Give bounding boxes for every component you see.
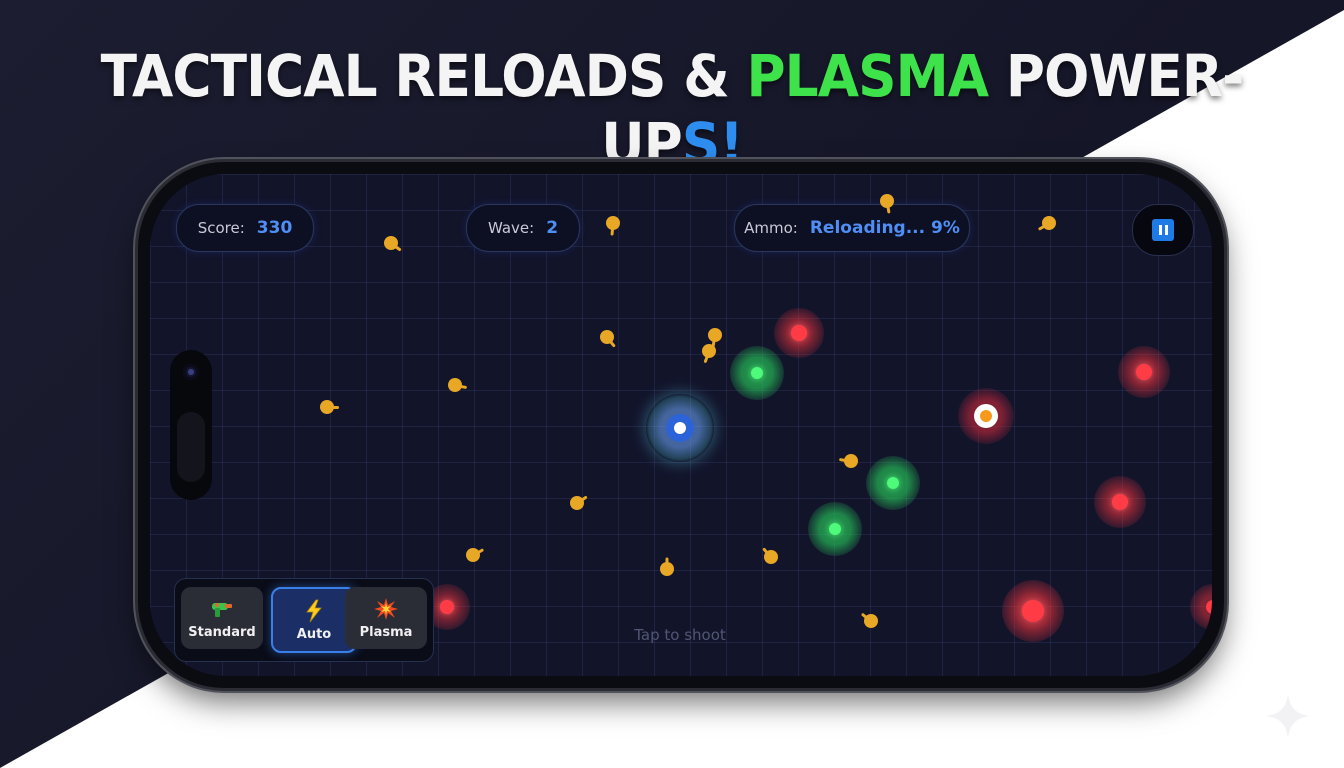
enemy xyxy=(860,612,880,630)
wave-label: Wave: xyxy=(487,219,535,237)
red-orb xyxy=(1118,346,1170,398)
explosion-icon xyxy=(374,597,398,620)
enemy xyxy=(880,194,896,214)
sparkle-icon xyxy=(1266,694,1310,738)
lightning-icon xyxy=(306,599,322,622)
pause-icon xyxy=(1152,219,1174,241)
score-label: Score: xyxy=(197,219,245,237)
enemy xyxy=(606,216,622,236)
enemy xyxy=(448,378,468,394)
red-orb xyxy=(774,308,824,358)
weapon-auto-label: Auto xyxy=(296,626,332,642)
ammo-label: Ammo: xyxy=(744,219,798,237)
enemy xyxy=(708,328,724,348)
enemy xyxy=(762,547,780,566)
headline-highlight: PLASMA xyxy=(746,42,989,110)
score-display: Score: 330 xyxy=(176,204,314,252)
green-orb xyxy=(808,502,862,556)
tap-to-shoot-hint: Tap to shoot xyxy=(634,626,726,644)
enemy xyxy=(600,330,616,348)
enemy xyxy=(1037,216,1058,232)
ammo-display: Ammo: Reloading... 9% xyxy=(734,204,970,252)
headline-part1: TACTICAL RELOADS & xyxy=(100,42,747,110)
red-orb xyxy=(1002,580,1064,642)
weapon-plasma-label: Plasma xyxy=(359,624,413,640)
headline-part2: POWER-UP xyxy=(601,42,1244,178)
phone-side-button xyxy=(472,158,602,164)
enemy xyxy=(660,557,676,578)
wave-value: 2 xyxy=(546,218,559,238)
enemy xyxy=(384,236,402,252)
island-pill xyxy=(177,412,205,482)
score-value: 330 xyxy=(256,218,293,238)
weapon-plasma-button[interactable]: Plasma xyxy=(345,587,427,649)
enemy xyxy=(838,454,860,470)
enemy xyxy=(702,344,718,364)
game-screen[interactable]: Score: 330 Wave: 2 Ammo: Reloading... 9% xyxy=(150,174,1212,676)
player-ship xyxy=(646,394,714,462)
camera-icon xyxy=(183,364,199,380)
enemy xyxy=(320,400,339,416)
wave-display: Wave: 2 xyxy=(466,204,580,252)
dynamic-island xyxy=(170,350,212,500)
enemy xyxy=(466,548,485,564)
green-orb xyxy=(866,456,920,510)
weapon-selector: Standard Auto Plasma xyxy=(174,578,434,662)
red-orb xyxy=(1190,584,1212,630)
green-orb xyxy=(730,346,784,400)
weapon-standard-button[interactable]: Standard xyxy=(181,587,263,649)
phone-frame: Score: 330 Wave: 2 Ammo: Reloading... 9% xyxy=(138,162,1224,688)
weapon-standard-label: Standard xyxy=(188,624,256,640)
ammo-value: Reloading... 9% xyxy=(809,218,960,238)
enemy xyxy=(570,495,588,512)
headline: TACTICAL RELOADS & PLASMA POWER-UPS! xyxy=(54,42,1290,178)
red-orb xyxy=(1094,476,1146,528)
blaster-icon xyxy=(212,602,232,617)
powerup-orb xyxy=(958,388,1014,444)
pause-button[interactable] xyxy=(1132,204,1194,256)
